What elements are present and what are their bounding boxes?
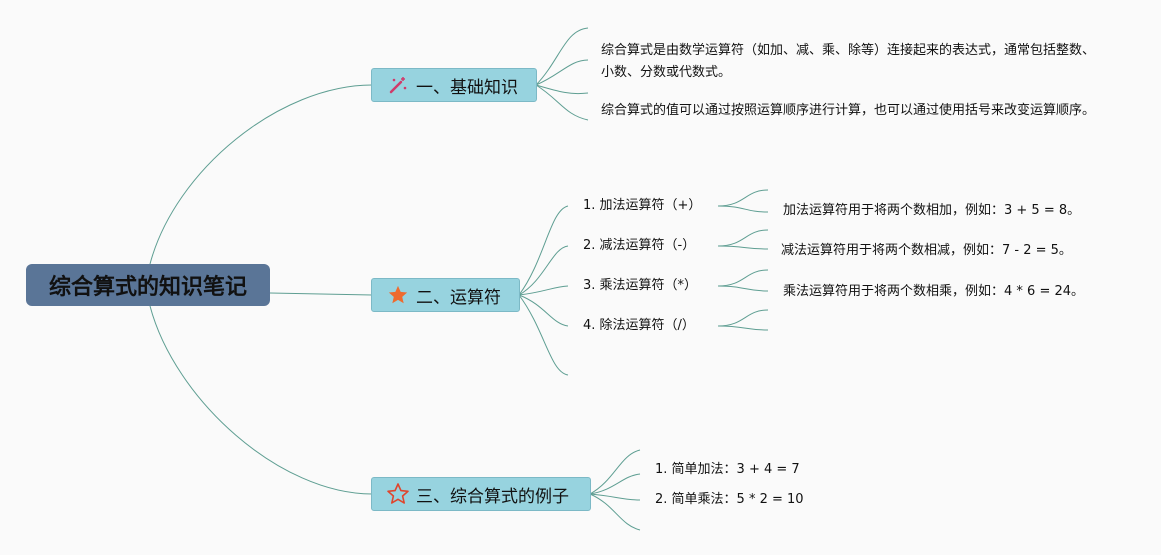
link-basic-note-1b bbox=[535, 59, 589, 86]
branch-basic-knowledge[interactable]: 一、基础知识 bbox=[371, 68, 537, 102]
root-node[interactable]: 综合算式的知识笔记 bbox=[26, 264, 270, 306]
operator-multiply-label: 3. 乘法运算符（*） bbox=[583, 278, 698, 293]
operator-divide-label: 4. 除法运算符（/） bbox=[583, 318, 695, 333]
link-basic-note-2 bbox=[535, 84, 589, 95]
link-basic-note-1 bbox=[535, 27, 589, 86]
branch-examples[interactable]: 三、综合算式的例子 bbox=[371, 477, 591, 511]
link-ex-1 bbox=[589, 449, 641, 495]
link-ex-4 bbox=[589, 493, 641, 531]
branch-title: 一、基础知识 bbox=[416, 77, 518, 98]
note-evaluation: 综合算式的值可以通过按照运算顺序进行计算，也可以通过使用括号来改变运算顺序。 bbox=[601, 103, 1096, 118]
link-root-operators bbox=[269, 292, 373, 296]
link-ex-3 bbox=[589, 493, 641, 501]
link-op-5 bbox=[518, 294, 569, 376]
link-op-3 bbox=[518, 285, 569, 296]
operator-subtract-desc: 减法运算符用于将两个数相减，例如：7 - 2 = 5。 bbox=[781, 243, 1072, 258]
root-title: 综合算式的知识笔记 bbox=[48, 275, 247, 300]
note-definition: 综合算式是由数学运算符（如加、减、乘、除等）连接起来的表达式，通常包括整数、小数… bbox=[601, 43, 1096, 80]
magic-wand-icon bbox=[386, 73, 410, 97]
operator-subtract-label: 2. 减法运算符（-） bbox=[583, 238, 696, 253]
link-basic-note-2b bbox=[535, 84, 589, 121]
link-op-2 bbox=[518, 245, 569, 296]
branch-title: 三、综合算式的例子 bbox=[416, 486, 569, 507]
branch-operators[interactable]: 二、运算符 bbox=[371, 278, 520, 312]
link-op-1 bbox=[518, 205, 569, 296]
operator-add-desc: 加法运算符用于将两个数相加，例如：3 + 5 = 8。 bbox=[783, 203, 1081, 218]
star-filled-icon bbox=[386, 283, 410, 307]
link-root-examples bbox=[149, 305, 373, 495]
example-addition: 1. 简单加法：3 + 4 = 7 bbox=[655, 462, 800, 477]
link-ex-2 bbox=[589, 473, 641, 495]
link-root-basic bbox=[149, 84, 373, 265]
operator-multiply-desc: 乘法运算符用于将两个数相乘，例如：4 * 6 = 24。 bbox=[783, 284, 1085, 299]
branch-title: 二、运算符 bbox=[416, 287, 501, 308]
link-op-4 bbox=[518, 294, 569, 327]
operator-add-label: 1. 加法运算符（+） bbox=[583, 198, 702, 213]
example-multiplication: 2. 简单乘法：5 * 2 = 10 bbox=[655, 492, 804, 507]
star-outline-icon bbox=[386, 482, 410, 506]
